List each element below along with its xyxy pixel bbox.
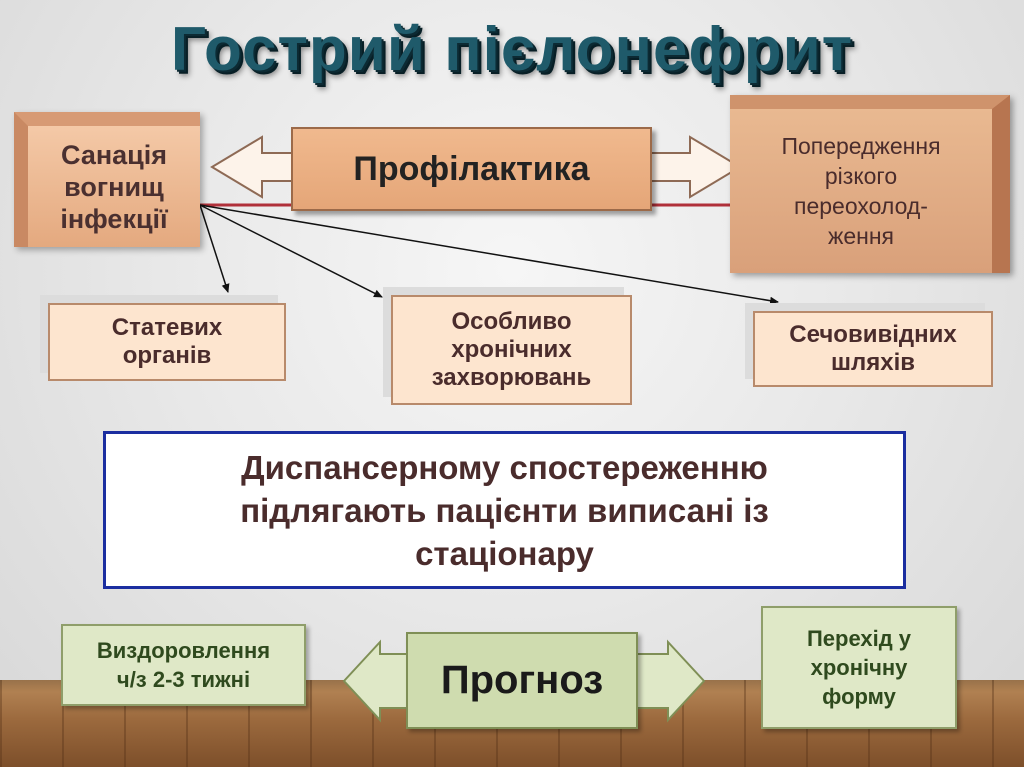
chronic-line: Перехід у — [806, 626, 912, 651]
right-block-line: Попередження — [781, 133, 941, 159]
right-block-line: різкого — [824, 163, 898, 189]
prophylaxis-label: Профілактика — [291, 127, 652, 211]
left-block-line: інфекції — [60, 203, 168, 234]
focus-sanation-block: Санація вогнищ інфекції — [14, 112, 200, 247]
arrow-to-urinary — [199, 204, 779, 305]
recovery-line: Виздоровлення — [96, 638, 271, 663]
box-line: захворювань — [431, 364, 592, 391]
recovery-box: Виздоровлення ч/з 2-3 тижні — [61, 624, 306, 706]
left-block-line: вогнищ — [64, 171, 164, 202]
dispensary-observation-box: Диспансерному спостереженню підлягають п… — [103, 431, 906, 589]
dispensary-line: підлягають пацієнти виписані із — [240, 491, 769, 529]
dispensary-line: стаціонару — [415, 534, 594, 572]
box-line: Статевих — [111, 314, 223, 341]
chronic-transition-box: Перехід у хронічну форму — [761, 606, 957, 729]
chronic-line: хронічну — [810, 655, 908, 680]
box-line: шляхів — [830, 349, 916, 376]
box-line: органів — [122, 342, 212, 369]
right-block-line: переохолод- — [794, 193, 928, 219]
page-title: Гострий пієлонефрит — [170, 15, 854, 84]
box-line: Сечовивідних — [789, 321, 957, 348]
left-block-line: Санація — [60, 139, 168, 170]
arrow-to-genital — [199, 204, 230, 293]
chronic-line: форму — [822, 684, 896, 709]
prognosis-label: Прогноз — [406, 632, 638, 729]
urinary-tract-box: Сечовивідних шляхів — [753, 311, 993, 387]
right-block-line: ження — [827, 223, 895, 249]
chronic-diseases-box: Особливо хронічних захворювань — [391, 295, 632, 405]
box-line: хронічних — [451, 336, 572, 363]
genital-organs-box: Статевих органів — [48, 303, 286, 381]
recovery-line: ч/з 2-3 тижні — [116, 667, 251, 692]
dispensary-line: Диспансерному спостереженню — [241, 448, 768, 486]
hypothermia-prevention-block: Попередження різкого переохолод- ження — [730, 95, 1010, 273]
box-line: Особливо — [451, 308, 572, 335]
arrow-to-chronic — [199, 204, 383, 298]
